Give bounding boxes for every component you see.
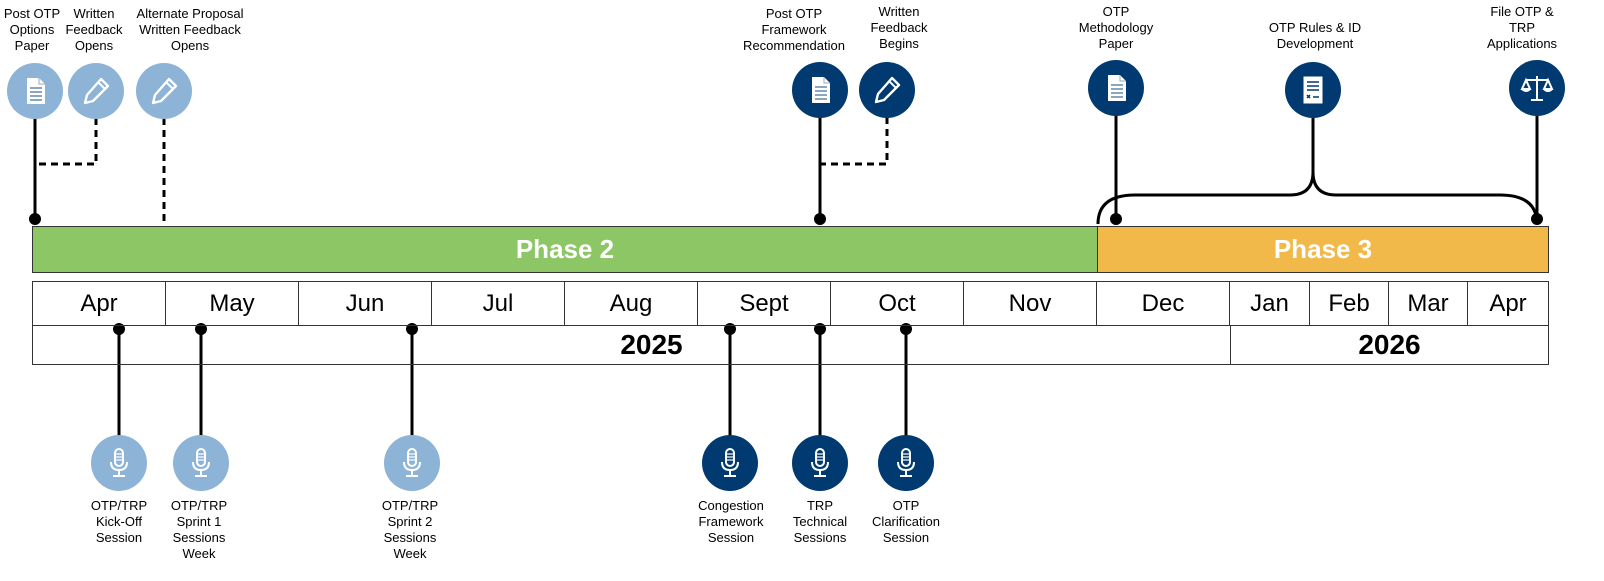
dashed-connector bbox=[36, 118, 98, 166]
month-row: Apr May Jun Jul Aug Sept Oct Nov Dec Jan Feb Mar Apr bbox=[32, 281, 1549, 326]
connector-dot bbox=[1110, 213, 1122, 225]
month-label: Sept bbox=[739, 289, 789, 317]
bottom-event-label: OTP/TRP Sprint 2 Sessions Week bbox=[381, 498, 439, 561]
year-2025-cell: 2025 bbox=[33, 326, 1231, 364]
microphone-icon bbox=[384, 435, 440, 491]
bottom-event-label: Congestion Framework Session bbox=[698, 498, 764, 545]
dashed-connector bbox=[821, 117, 889, 166]
microphone-icon bbox=[702, 435, 758, 491]
connector-dot bbox=[814, 323, 826, 335]
month-cell: Aug bbox=[565, 282, 698, 325]
microphone-icon bbox=[878, 435, 934, 491]
top-event-label: Written Feedback Begins bbox=[870, 4, 928, 51]
microphone-icon bbox=[792, 435, 848, 491]
phase-3-bar: Phase 3 bbox=[1097, 226, 1549, 273]
top-event-label: Post OTP Framework Recommendation bbox=[743, 6, 845, 53]
connector-dot bbox=[814, 213, 826, 225]
connector-dot bbox=[406, 323, 418, 335]
document-icon bbox=[7, 63, 63, 119]
month-cell: Sept bbox=[698, 282, 831, 325]
month-label: Jun bbox=[345, 289, 385, 317]
pencil-icon bbox=[859, 62, 915, 118]
microphone-icon bbox=[173, 435, 229, 491]
top-event-label: Post OTP Options Paper bbox=[3, 6, 61, 53]
connector-dot bbox=[113, 323, 125, 335]
bottom-event-label: OTP/TRP Sprint 1 Sessions Week bbox=[170, 498, 228, 561]
bottom-event-label: TRP Technical Sessions bbox=[792, 498, 848, 545]
top-event-label: OTP Methodology Paper bbox=[1078, 4, 1154, 51]
connector-dot bbox=[29, 213, 41, 225]
top-event-label: Alternate Proposal Written Feedback Open… bbox=[136, 6, 244, 53]
document-icon bbox=[1088, 60, 1144, 116]
year-2026-cell: 2026 bbox=[1231, 326, 1548, 364]
month-label: May bbox=[209, 289, 255, 317]
month-cell: Jul bbox=[432, 282, 565, 325]
month-cell: Jan bbox=[1230, 282, 1310, 325]
phase-2-bar: Phase 2 bbox=[32, 226, 1098, 273]
month-cell: Nov bbox=[964, 282, 1097, 325]
month-label: Feb bbox=[1328, 289, 1370, 317]
month-cell: Oct bbox=[831, 282, 964, 325]
document-icon bbox=[792, 62, 848, 118]
month-cell: Apr bbox=[33, 282, 166, 325]
month-label: Jul bbox=[482, 289, 514, 317]
month-label: Mar bbox=[1407, 289, 1449, 317]
connector-dot bbox=[195, 323, 207, 335]
top-event-label: OTP Rules & ID Development bbox=[1268, 20, 1362, 51]
month-cell: Apr bbox=[1468, 282, 1548, 325]
month-cell: Dec bbox=[1097, 282, 1230, 325]
year-2025: 2025 bbox=[620, 329, 683, 360]
phase-3-label: Phase 3 bbox=[1273, 234, 1373, 264]
month-label: Dec bbox=[1141, 289, 1185, 317]
month-cell: Jun bbox=[299, 282, 432, 325]
bottom-event-label: OTP/TRP Kick-Off Session bbox=[90, 498, 148, 545]
bracket-right bbox=[1311, 171, 1539, 225]
bottom-event-label: OTP Clarification Session bbox=[872, 498, 940, 545]
connector-dot bbox=[724, 323, 736, 335]
form-icon bbox=[1285, 62, 1341, 118]
month-label: Jan bbox=[1250, 289, 1289, 317]
year-row: 2025 2026 bbox=[32, 326, 1549, 365]
month-label: Apr bbox=[1489, 289, 1527, 317]
month-label: Apr bbox=[80, 289, 118, 317]
month-label: Nov bbox=[1008, 289, 1052, 317]
month-cell: May bbox=[166, 282, 299, 325]
top-event-label: File OTP & TRP Applications bbox=[1486, 4, 1558, 51]
pencil-icon bbox=[136, 63, 192, 119]
pencil-icon bbox=[68, 63, 124, 119]
scales-icon bbox=[1509, 60, 1565, 116]
month-label: Aug bbox=[609, 289, 653, 317]
month-label: Oct bbox=[878, 289, 916, 317]
month-cell: Feb bbox=[1310, 282, 1389, 325]
month-cell: Mar bbox=[1389, 282, 1468, 325]
phase-2-label: Phase 2 bbox=[515, 234, 615, 264]
year-2026: 2026 bbox=[1358, 329, 1421, 360]
connector-dot bbox=[900, 323, 912, 335]
microphone-icon bbox=[91, 435, 147, 491]
top-event-label: Written Feedback Opens bbox=[65, 6, 123, 53]
bracket-left bbox=[1096, 117, 1315, 225]
